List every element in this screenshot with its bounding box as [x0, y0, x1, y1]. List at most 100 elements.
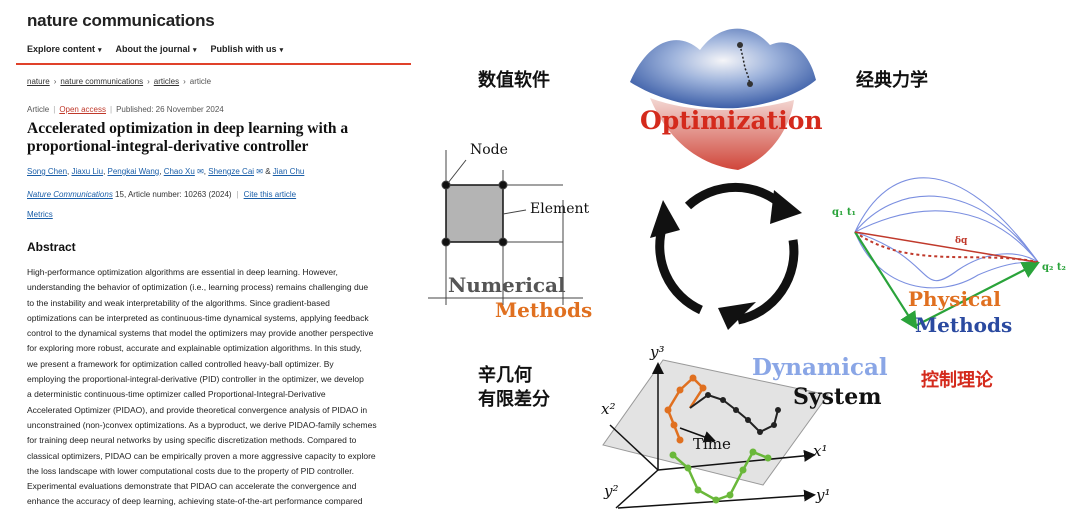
abstract-line: a deterministic continuous-time optimize… — [27, 389, 326, 400]
surface-bottom — [650, 98, 794, 170]
cite-this-article-link[interactable]: Cite this article — [243, 190, 297, 199]
nav-publish[interactable]: Publish with us▾ — [210, 44, 284, 54]
axis-x2 — [609, 424, 659, 471]
label-delta-q: δq — [955, 236, 968, 246]
author-link[interactable]: Jian Chu — [272, 167, 305, 176]
author-link[interactable]: Jiaxu Liu — [71, 167, 104, 176]
label-q2-t2: q₂ t₂ — [1042, 262, 1066, 273]
author-link[interactable]: Chao Xu — [163, 167, 195, 176]
breadcrumb-nature[interactable]: nature — [27, 77, 50, 86]
nav-divider — [16, 63, 411, 65]
mesh-node — [441, 237, 451, 247]
published-date: Published: 26 November 2024 — [116, 105, 224, 114]
label-numerical-software: 数值软件 — [478, 70, 550, 91]
author-link[interactable]: Pengkai Wang — [107, 167, 160, 176]
article-title: Accelerated optimization in deep learnin… — [27, 120, 349, 155]
black-points — [705, 392, 781, 435]
descent-end-point — [747, 81, 753, 87]
label-y1: y¹ — [816, 486, 831, 504]
surface-top — [630, 28, 816, 109]
article-type: Article — [27, 105, 50, 114]
chevron-down-icon: ▾ — [279, 47, 284, 54]
phase-space-illustration — [602, 359, 829, 509]
diagram-canvas — [428, 28, 1040, 509]
abstract-line: classical optimizers, PIDAO can be empir… — [27, 450, 376, 461]
time-arrow — [679, 427, 716, 443]
label-methods-blue: Methods — [915, 313, 1013, 337]
abstract-line: High-performance optimization algorithms… — [27, 267, 338, 277]
cycle-arrow-right — [736, 239, 799, 325]
label-y2: y² — [604, 482, 619, 500]
label-time: Time — [693, 435, 731, 453]
author-link[interactable]: Shengze Cai — [208, 167, 255, 176]
breadcrumb: nature›nature communications›articles›ar… — [27, 77, 211, 86]
abstract-line: enhance the accuracy of deep learning, a… — [27, 496, 363, 507]
metrics-link[interactable]: Metrics — [27, 210, 53, 219]
abstract-line: Experimental evaluations demonstrate tha… — [27, 481, 357, 492]
mesh-node — [498, 237, 508, 247]
journal-brand[interactable]: nature communications — [27, 11, 215, 30]
label-x1: x¹ — [813, 442, 828, 460]
axis-y2 — [615, 469, 659, 509]
author-link[interactable]: Song Chen — [27, 167, 68, 176]
abstract-line: the loss landscape with lower computatio… — [27, 465, 354, 476]
abstract-line: control to the dynamical systems that mo… — [27, 328, 374, 339]
cycle-arrows — [650, 183, 802, 330]
label-methods-orange: Methods — [495, 298, 593, 322]
arrowhead — [770, 190, 802, 224]
label-classical-mechanics: 经典力学 — [856, 70, 928, 91]
label-finite-difference: 辛几何 有限差分 — [478, 365, 550, 410]
author-list: Song Chen, Jiaxu Liu, Pengkai Wang, Chao… — [27, 167, 305, 176]
chevron-right-icon: › — [183, 77, 186, 86]
arrowhead — [718, 302, 756, 330]
green-vector — [914, 261, 1040, 327]
trajectory-illustration — [854, 177, 1040, 330]
article-panel: nature communications Explore content▾ A… — [0, 0, 418, 532]
chevron-down-icon: ▾ — [193, 47, 197, 54]
label-element: Element — [530, 201, 590, 217]
node-pointer — [447, 159, 467, 184]
mesh-illustration — [428, 150, 583, 305]
abstract-heading: Abstract — [27, 240, 76, 254]
concept-diagram: 数值软件 经典力学 辛几何 有限差分 控制理论 Optimization Nod… — [418, 0, 1080, 532]
breadcrumb-nature-communications[interactable]: nature communications — [60, 77, 144, 86]
journal-name-link[interactable]: Nature Communications — [27, 190, 113, 199]
label-optimization: Optimization — [640, 106, 823, 135]
descent-path — [739, 44, 751, 85]
label-dynamical: Dynamical — [752, 354, 888, 381]
axis-x1 — [657, 449, 816, 471]
cycle-arrow-left — [655, 223, 703, 315]
abstract-line: for training deep neural networks by usi… — [27, 435, 357, 446]
nav-explore-content[interactable]: Explore content▾ — [27, 44, 102, 54]
abstract-text: High-performance optimization algorithms… — [27, 265, 412, 510]
label-physical: Physical — [908, 287, 1001, 311]
article-meta: Article|Open access|Published: 26 Novemb… — [27, 105, 224, 114]
label-numerical: Numerical — [448, 273, 566, 297]
label-node: Node — [470, 142, 508, 158]
abstract-line: unconstrained (non-)convex optimizations… — [27, 419, 377, 430]
label-q1-t1: q₁ t₁ — [832, 207, 856, 218]
abstract-line: Accelerated Optimizer (PIDAO), and provi… — [27, 404, 368, 415]
abstract-line: to the instability and weak interpretabi… — [27, 297, 330, 308]
top-nav: Explore content▾ About the journal▾ Publ… — [27, 44, 283, 54]
label-x2: x² — [601, 400, 616, 418]
breadcrumb-articles[interactable]: articles — [153, 77, 180, 86]
mail-icon[interactable]: ✉ — [254, 167, 263, 176]
nav-about-journal[interactable]: About the journal▾ — [115, 44, 197, 54]
citation-line: Nature Communications 15, Article number… — [27, 190, 297, 199]
breadcrumb-current: article — [189, 77, 212, 86]
label-control-theory: 控制理论 — [921, 370, 993, 391]
chevron-right-icon: › — [53, 77, 57, 86]
orange-trajectory — [666, 376, 705, 441]
chevron-right-icon: › — [147, 77, 150, 86]
mail-icon[interactable]: ✉ — [194, 167, 204, 176]
arrowhead — [650, 200, 680, 238]
abstract-line: understanding the behavior of optimizati… — [27, 282, 369, 293]
red-chord — [854, 231, 1037, 263]
label-system: System — [793, 384, 882, 410]
article-number: 15, Article number: 10263 (2024) — [115, 190, 232, 199]
descent-start-point — [737, 42, 743, 48]
mesh-element — [445, 184, 504, 243]
green-points — [669, 448, 772, 504]
open-access-link[interactable]: Open access — [59, 105, 107, 114]
